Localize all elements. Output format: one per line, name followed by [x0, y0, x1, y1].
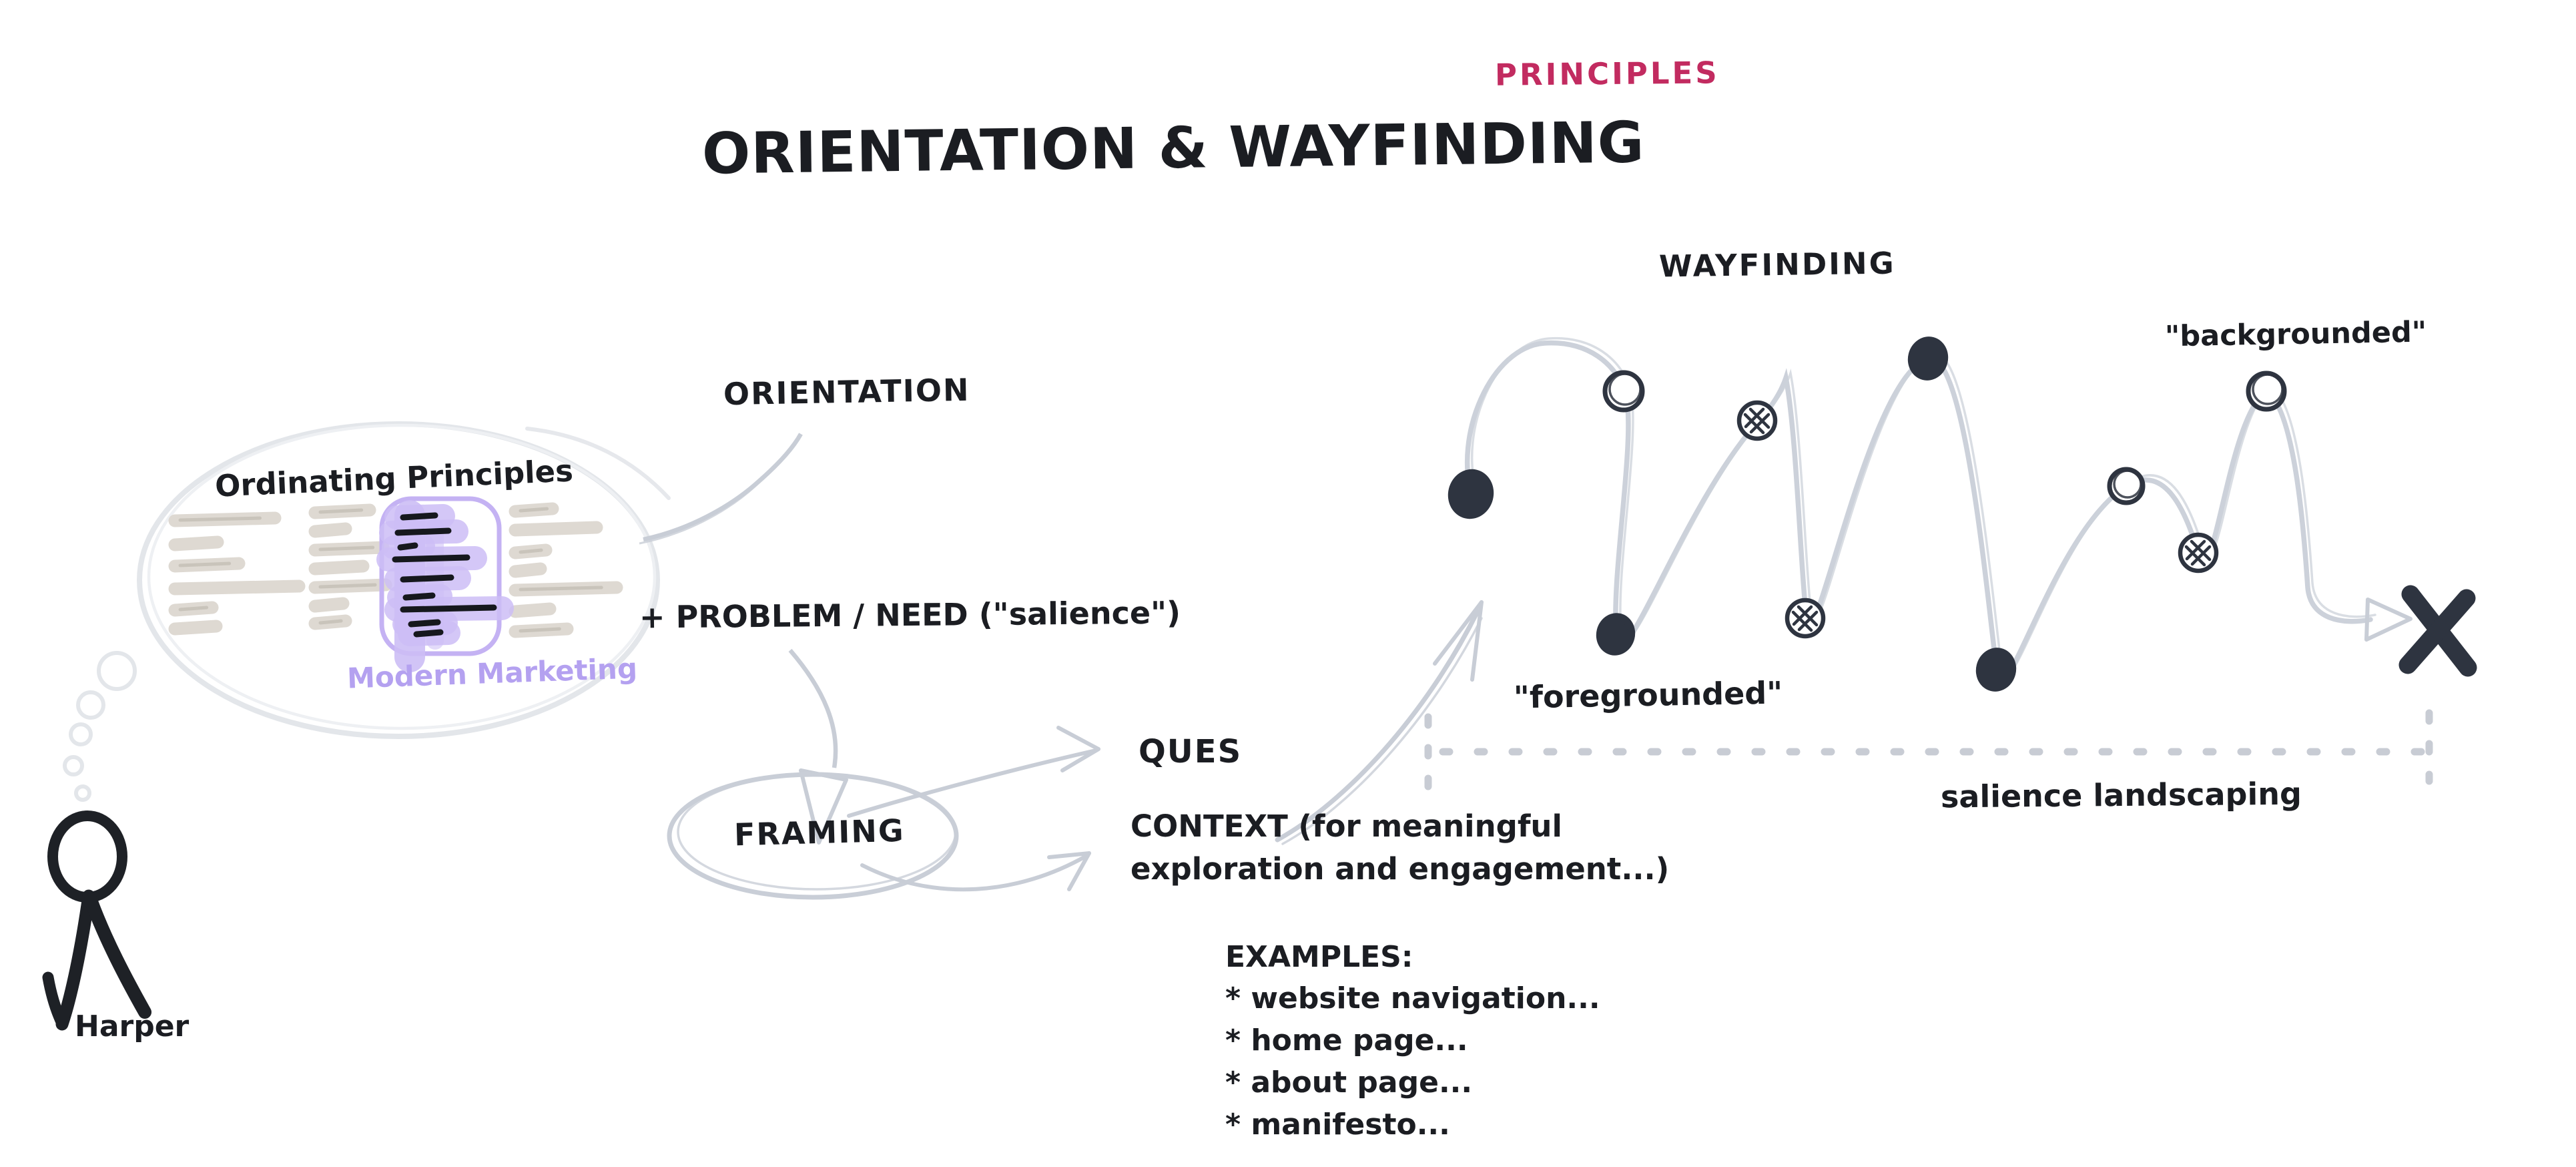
waypoint-open — [1602, 370, 1645, 413]
eyebrow-label: PRINCIPLES — [1494, 55, 1720, 93]
foregrounded-label: "foregrounded" — [1513, 674, 1783, 716]
waypoint-filled — [1975, 648, 2017, 692]
thought-trail — [63, 651, 137, 802]
waypoint-open — [2107, 467, 2146, 505]
page-title: ORIENTATION & WAYFINDING — [701, 109, 1646, 188]
salience-landscaping-label: salience landscaping — [1940, 775, 2302, 815]
context-arrow — [860, 851, 1091, 892]
example-item: * website navigation... — [1225, 981, 1600, 1015]
stick-figure — [42, 810, 151, 1031]
waypoint-filled — [1596, 613, 1636, 656]
waypoint-crosshatch — [1736, 400, 1778, 441]
examples-title: EXAMPLES: — [1225, 940, 1413, 974]
waypoint-open — [2246, 371, 2287, 412]
orientation-label: ORIENTATION — [723, 371, 970, 413]
bubble-text-lines — [168, 502, 623, 638]
waypoint-filled — [1907, 336, 1949, 381]
waypoint-crosshatch — [1785, 598, 1826, 639]
salience-dashed-line — [1424, 709, 2433, 793]
problem-need-label: + PROBLEM / NEED ("salience") — [639, 594, 1181, 636]
context-note: CONTEXT (for meaningful exploration and … — [1131, 808, 1670, 887]
ques-arrow — [847, 726, 1100, 818]
x-goal-marker-icon — [2398, 585, 2477, 677]
orientation-connector-line — [639, 433, 803, 545]
backgrounded-label: "backgrounded" — [2164, 315, 2427, 354]
example-item: * home page... — [1225, 1023, 1468, 1058]
example-item: * manifesto... — [1225, 1108, 1450, 1142]
wayfinding-entry-arrow — [1275, 600, 1484, 845]
goal-arrowhead-icon — [2364, 598, 2412, 642]
waypoint-filled — [1447, 469, 1494, 519]
framing-label: FRAMING — [733, 812, 906, 853]
waypoint-nodes — [1447, 336, 2287, 692]
example-item: * about page... — [1225, 1066, 1473, 1100]
highlighted-column — [376, 496, 514, 672]
waypoint-crosshatch — [2178, 532, 2219, 573]
wayfinding-label: WAYFINDING — [1658, 245, 1896, 284]
thought-bubble — [137, 421, 671, 739]
author-name: Harper — [75, 1009, 190, 1043]
ques-label: QUES — [1139, 733, 1243, 770]
framing-ellipse — [667, 772, 959, 900]
wayfinding-path — [1464, 336, 2376, 684]
